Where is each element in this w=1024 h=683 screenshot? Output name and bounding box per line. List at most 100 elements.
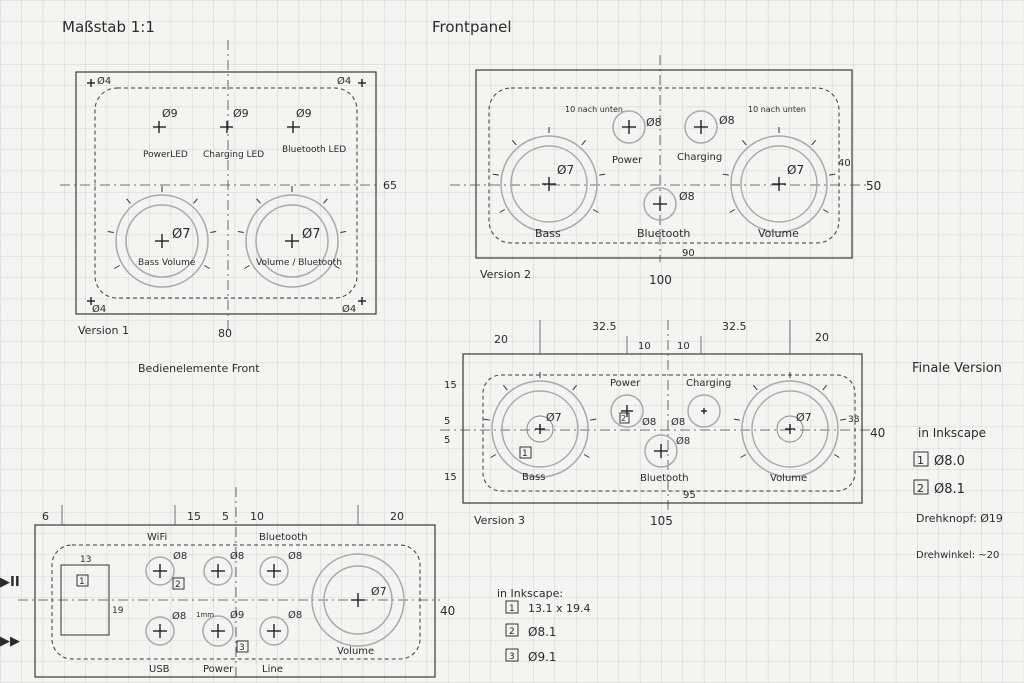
legend-box2: 2	[509, 627, 515, 637]
v3-dim-38: 38	[848, 415, 860, 425]
knob-scale-tick	[590, 418, 597, 421]
v3-dim-5a: 5	[444, 416, 450, 427]
play-pause-icon: ▶II	[0, 575, 20, 590]
v2-bt-label: Bluetooth	[637, 227, 690, 240]
v3-dim-10-right: 10	[677, 341, 690, 352]
v2-inner-w: 90	[682, 248, 695, 259]
v3-dim-20-left: 20	[494, 333, 508, 346]
panel-title: Frontpanel	[432, 18, 512, 36]
v2-note-right: 10 nach unten	[748, 105, 806, 114]
v2-version-label: Version 2	[480, 268, 531, 281]
knob-scale-tick	[811, 140, 817, 146]
legend-box1: 1	[509, 604, 515, 614]
v4-usb-dia: Ø8	[172, 610, 186, 622]
v3-bass-dia: Ø7	[546, 411, 562, 424]
knob-scale-tick	[833, 454, 840, 458]
version-4-drawing: 6 15 5 10 20 WiFi Bluetooth 13 1 19 Ø8 Ø…	[0, 487, 455, 680]
v4-wifi-label: WiFi	[147, 532, 167, 543]
knob-scale-tick	[237, 230, 244, 233]
v3-dim-20-right: 20	[815, 331, 829, 344]
v1-led2-label: Charging LED	[203, 150, 264, 160]
knob-scale-tick	[829, 173, 836, 176]
knob-scale-tick	[733, 418, 740, 421]
v3-dim-40: 40	[870, 426, 885, 440]
v1-knob1-dia: Ø7	[172, 227, 191, 242]
knob-scale-tick	[822, 209, 829, 213]
knob-scale-tick	[483, 418, 490, 421]
v1-width-dim: 80	[218, 327, 232, 340]
v2-outer-h: 50	[866, 179, 881, 193]
v4-dim-20: 20	[390, 510, 404, 523]
final-item1: Ø8.0	[934, 454, 965, 469]
v2-outer-w: 100	[649, 273, 672, 287]
v2-bt-dia: Ø8	[679, 190, 695, 203]
v1-corner-bl-dia: Ø4	[92, 303, 106, 315]
v3-version-label: Version 3	[474, 514, 525, 527]
v2-bass-label: Bass	[535, 227, 561, 240]
v4-vol-dia: Ø7	[371, 585, 387, 598]
v1-knob1-label: Bass Volume	[138, 258, 196, 268]
v4-dim-6: 6	[42, 510, 49, 523]
v1-led1-label: PowerLED	[143, 150, 188, 160]
knob-scale-tick	[340, 230, 347, 233]
final-item2-box: 2	[917, 482, 924, 495]
final-item1-box: 1	[917, 454, 924, 467]
v1-knob2-dia: Ø7	[302, 227, 321, 242]
v2-charging-label: Charging	[677, 152, 722, 163]
knob-scale-tick	[822, 385, 828, 391]
v2-inner-h: 40	[838, 158, 851, 169]
v3-dim-10-left: 10	[638, 341, 651, 352]
v4-dim-19: 19	[112, 606, 124, 616]
v4-gap-note: 1mm	[196, 611, 214, 619]
v3-bass-label: Bass	[522, 472, 545, 483]
v3-bass-box: 1	[522, 449, 528, 459]
v3-power-label: Power	[610, 378, 641, 389]
knob-scale-tick	[752, 385, 758, 391]
v4-bt-dia: Ø8	[288, 550, 302, 562]
v3-dim-105: 105	[650, 514, 673, 528]
final-version-notes: Finale Version in Inkscape 1 Ø8.0 2 Ø8.1…	[912, 361, 1003, 561]
knob-scale-tick	[599, 173, 606, 176]
knob-scale-tick	[583, 454, 590, 458]
v3-power-dia: Ø8	[642, 416, 656, 428]
final-angle: Drehwinkel: ~20	[916, 550, 999, 561]
v1-led1-dia: Ø9	[162, 107, 178, 120]
knob-scale-tick	[572, 385, 578, 391]
v4-vol-label: Volume	[337, 646, 374, 657]
v4-power-dia: Ø9	[230, 609, 244, 621]
v4-dim-40: 40	[440, 604, 455, 618]
knob-scale-tick	[740, 454, 747, 458]
knob-scale-tick	[502, 385, 508, 391]
v2-volume-label: Volume	[758, 227, 799, 240]
v3-dim-325-left: 32.5	[592, 320, 617, 333]
knob-scale-tick	[592, 209, 599, 213]
v4-bt-label: Bluetooth	[259, 532, 308, 543]
legend-item2: Ø8.1	[528, 625, 557, 639]
version-2-drawing: 10 nach unten 10 nach unten Ø8 Ø8 Power …	[450, 55, 881, 287]
fast-forward-icon: ▶▶	[0, 634, 20, 649]
v2-power-label: Power	[612, 155, 643, 166]
knob-scale-tick	[244, 265, 250, 269]
v1-corner-tl-dia: Ø4	[97, 75, 111, 87]
knob-scale-tick	[107, 230, 114, 233]
knob-scale-tick	[729, 209, 736, 213]
v4-wifi-dia: Ø8	[173, 550, 187, 562]
v3-charging-label: Charging	[686, 378, 731, 389]
v2-bass-dia: Ø7	[557, 163, 574, 177]
v4-power-label: Power	[203, 664, 234, 675]
v3-volume-label: Volume	[770, 473, 807, 484]
final-inkscape: in Inkscape	[918, 426, 986, 440]
v4-line-dia: Ø8	[288, 609, 302, 621]
v2-volume-dia: Ø7	[787, 163, 804, 177]
version-1-drawing: Ø4 Ø4 Ø4 Ø4 Ø9 Ø9 Ø9 PowerLED Charging L…	[60, 40, 397, 375]
knob-scale-tick	[490, 454, 497, 458]
v4-dim-15: 15	[187, 510, 201, 523]
knob-scale-tick	[581, 140, 587, 146]
knob-scale-tick	[210, 230, 217, 233]
scale-title: Maßstab 1:1	[62, 18, 155, 36]
knob-scale-tick	[511, 140, 517, 146]
v3-dim-5b: 5	[444, 435, 450, 446]
knob-scale-tick	[256, 198, 261, 204]
